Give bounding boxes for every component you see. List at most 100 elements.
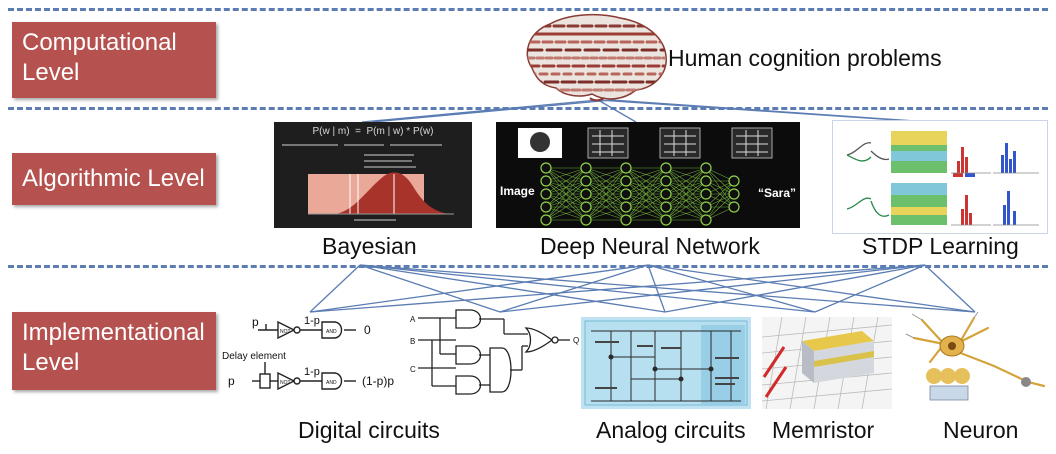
memristor-label: Memristor [772, 417, 875, 443]
dnn-node [660, 175, 672, 187]
dnn-edge [625, 193, 667, 221]
digital-and2-label: AND [326, 380, 337, 386]
dnn-edge [545, 180, 587, 221]
dnn-edge [625, 167, 667, 221]
digital-p2-label: p [228, 374, 235, 388]
memristor-icon [762, 317, 892, 409]
dnn-diagram [518, 127, 773, 226]
digital-and-label: AND [326, 329, 337, 335]
dnn-node [540, 188, 552, 200]
dnn-edge [625, 180, 667, 221]
dnn-node [620, 162, 632, 174]
digital-input-a: A [410, 315, 416, 324]
dnn-node [620, 188, 632, 200]
analog-circuits-label: Analog circuits [596, 417, 746, 443]
analog-circuit-diagram [584, 320, 748, 406]
dnn-edge [665, 167, 707, 221]
brain-icon [526, 13, 667, 102]
dnn-edge [665, 167, 707, 195]
computational-level-box: Computational Level [12, 22, 216, 98]
digital-1-p-label: 1-p [304, 315, 320, 327]
dnn-edge [585, 167, 627, 221]
dnn-edge [665, 180, 707, 221]
stdp-panel [832, 120, 1048, 234]
digital-circuit-diagram: p 1-p NOT AND 0 Delay element p 1-p NOT … [222, 309, 579, 395]
dnn-edge [665, 167, 707, 208]
dnn-edge [545, 167, 587, 221]
dnn-edge [585, 193, 627, 221]
human-cognition-label: Human cognition problems [668, 45, 942, 71]
digital-1-p2-label: 1-p [304, 366, 320, 378]
dnn-node [620, 214, 632, 226]
dnn-node [580, 201, 592, 213]
digital-not2-label: NOT [280, 380, 291, 386]
dnn-edge [545, 167, 587, 195]
dnn-node [728, 201, 740, 213]
implementational-level-box: Implementational Level [12, 312, 216, 390]
divider-computational-algorithmic [8, 107, 1048, 110]
dnn-node [540, 201, 552, 213]
dnn-edge [545, 167, 587, 182]
dnn-edge [665, 193, 707, 221]
dnn-node [700, 201, 712, 213]
computational-level-line1: Computational [22, 29, 177, 56]
dnn-edge [585, 180, 627, 221]
algorithmic-level-line1: Algorithmic Level [22, 165, 205, 192]
dnn-node [580, 162, 592, 174]
dnn-node [700, 214, 712, 226]
dnn-node [540, 162, 552, 174]
dnn-node [660, 162, 672, 174]
dnn-label: Deep Neural Network [540, 233, 760, 259]
dnn-edge [705, 180, 735, 208]
dnn-edge [545, 206, 587, 221]
dnn-node [660, 214, 672, 226]
dnn-edge [585, 167, 627, 182]
digital-delay-label: Delay element [222, 351, 286, 362]
dnn-node [580, 175, 592, 187]
algorithmic-level-box: Algorithmic Level [12, 153, 216, 205]
divider-algorithmic-implementational [8, 265, 1048, 268]
dnn-edge [545, 193, 587, 221]
dnn-node [660, 201, 672, 213]
dnn-node [660, 188, 672, 200]
dnn-node [540, 214, 552, 226]
dnn-node [700, 175, 712, 187]
dnn-edge [585, 167, 627, 195]
bayesian-label: Bayesian [322, 233, 417, 259]
dnn-node [700, 162, 712, 174]
dnn-node [580, 214, 592, 226]
digital-zero-output: 0 [364, 323, 371, 337]
analog-circuit-panel [581, 317, 751, 409]
dnn-input-label: Image [500, 184, 535, 198]
dnn-edge [585, 167, 627, 208]
dnn-node [540, 175, 552, 187]
dnn-edge [585, 206, 627, 221]
dnn-edge [665, 206, 707, 221]
digital-input-b: B [410, 337, 415, 346]
neuron-icon [905, 312, 1046, 401]
dnn-output-label: “Sara” [758, 186, 797, 200]
dnn-edge [705, 193, 735, 221]
computational-level-line2: Level [22, 59, 80, 86]
top-divider [8, 8, 1048, 11]
dnn-edge [705, 180, 735, 221]
bayesian-posterior-chart [282, 144, 454, 221]
bayesian-panel: P(w | m) = P(m | w) * P(w) [274, 122, 472, 228]
dnn-edge [545, 167, 587, 208]
implementational-level-line1: Implementational [22, 319, 205, 346]
dnn-edge [625, 167, 667, 182]
digital-input-c: C [410, 365, 416, 374]
stdp-label: STDP Learning [862, 233, 1019, 259]
digital-out-label: (1-p)p [362, 374, 394, 388]
stdp-figures [846, 131, 1039, 226]
dnn-edge [625, 167, 667, 208]
dnn-node [728, 188, 740, 200]
digital-output-q: Q [573, 336, 579, 345]
neuron-label: Neuron [943, 417, 1019, 443]
dnn-edge [625, 206, 667, 221]
dnn-node [620, 201, 632, 213]
dnn-node [728, 175, 740, 187]
bayesian-formula: P(w | m) = P(m | w) * P(w) [312, 126, 434, 137]
dnn-node [580, 188, 592, 200]
